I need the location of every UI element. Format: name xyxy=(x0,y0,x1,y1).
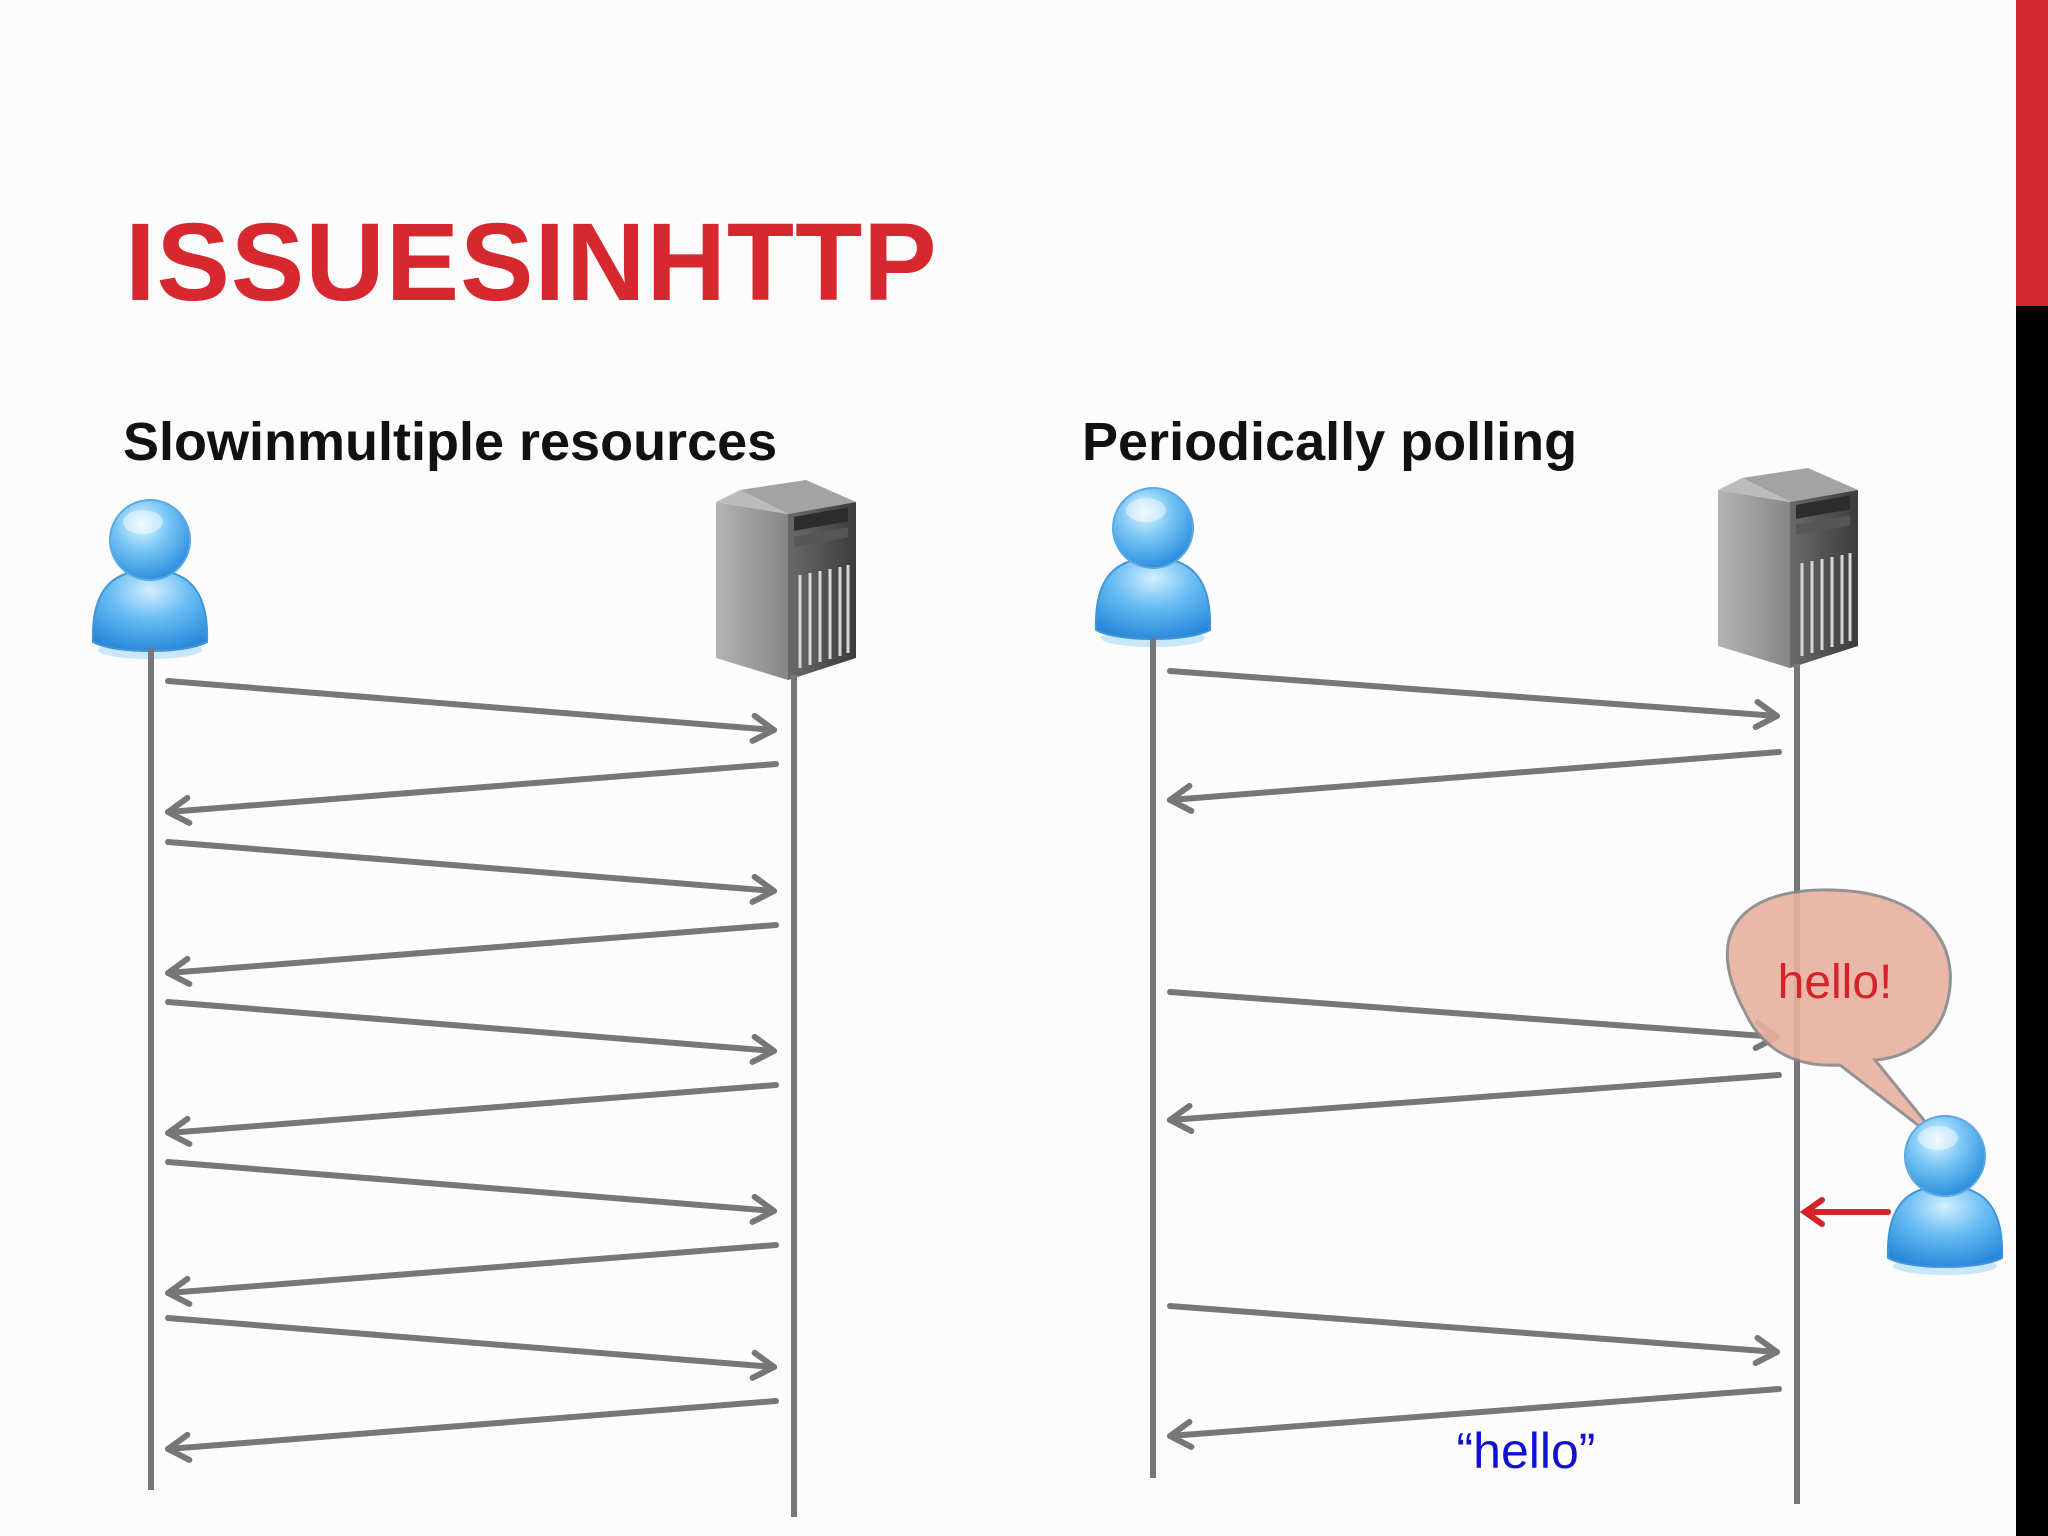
request-arrow xyxy=(1167,989,1780,1051)
response-arrow xyxy=(165,761,779,826)
response-arrow xyxy=(1167,1386,1782,1450)
accent-bar-red xyxy=(2016,0,2048,306)
client-user-icon xyxy=(1094,487,1212,648)
response-arrow xyxy=(165,1082,779,1147)
response-text: “hello” xyxy=(1457,1423,1596,1479)
request-arrow xyxy=(165,678,777,744)
request-arrow xyxy=(165,1159,777,1225)
response-arrow xyxy=(1167,1072,1782,1135)
client-user-icon xyxy=(91,499,209,660)
request-arrow xyxy=(165,839,777,905)
speech-bubble-text: hello! xyxy=(1778,956,1893,1009)
right-panel-heading: Periodically polling xyxy=(1082,412,1578,472)
third-party-user-icon xyxy=(1886,1115,2004,1276)
request-arrow xyxy=(1167,1303,1780,1366)
server-icon xyxy=(1716,468,1860,668)
request-arrow xyxy=(165,999,777,1065)
response-arrow xyxy=(1167,749,1782,814)
server-icon xyxy=(714,480,858,680)
speech-bubble xyxy=(1725,888,1952,1148)
left-panel-heading: Slowinmultiple resources xyxy=(123,412,778,472)
response-arrow xyxy=(165,1242,779,1307)
push-message-arrow xyxy=(1799,1197,1891,1227)
request-response-arrows xyxy=(165,678,779,1463)
response-arrow xyxy=(165,1398,779,1463)
accent-bar-black xyxy=(2016,306,2048,1536)
slide-title: ISSUESINHTTP xyxy=(125,201,938,324)
polling-arrows xyxy=(1167,668,1782,1450)
request-arrow xyxy=(165,1315,777,1381)
request-arrow xyxy=(1167,668,1780,730)
response-arrow xyxy=(165,922,779,987)
